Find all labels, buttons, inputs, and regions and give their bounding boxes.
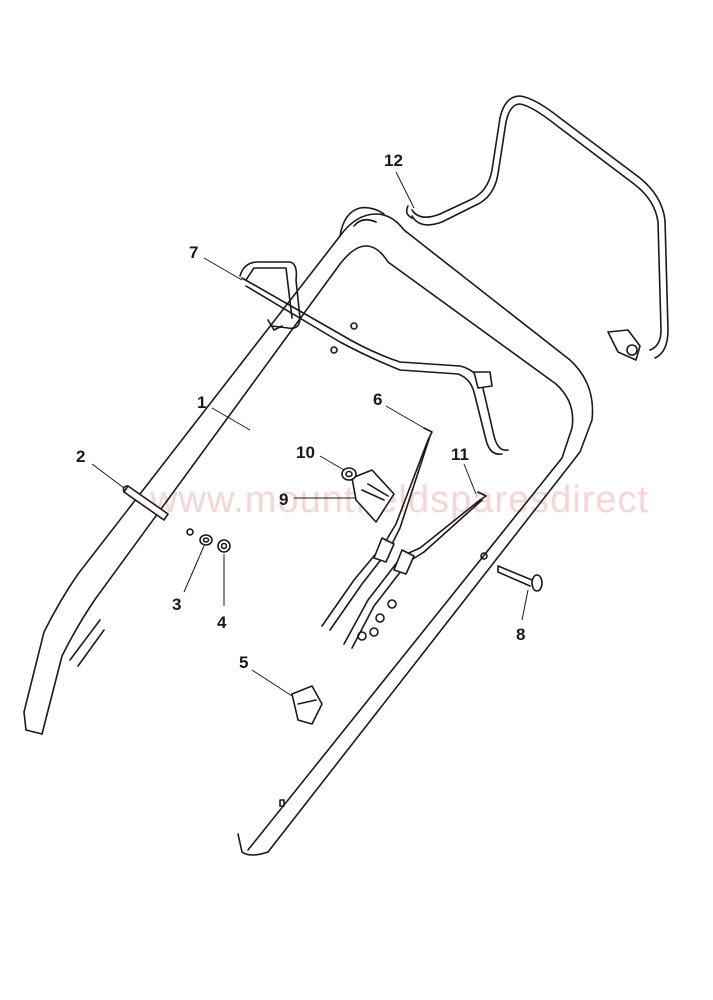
callout-10: 10 [296,443,315,462]
callout-12: 12 [384,151,403,170]
callout-6: 6 [373,390,382,409]
leader-7 [203,257,243,281]
leader-lines [91,171,529,697]
leader-10 [319,455,345,471]
part-12-bail-bar [405,95,669,361]
callout-9: 9 [279,490,288,509]
part-9-guide-block [351,469,395,523]
part-11-cable [343,491,487,649]
callout-5: 5 [239,653,248,672]
part-4-nut [217,539,231,553]
leader-3 [183,545,205,593]
part-7-lower-bar [239,261,509,456]
leader-12 [395,171,415,209]
callout-labels: 1 2 3 4 5 6 7 8 9 10 11 12 [76,151,525,672]
watermark-text: www.mountfieldsparesdirect [149,479,649,521]
callout-8: 8 [516,625,525,644]
leader-5 [251,669,293,697]
leader-2 [91,463,125,489]
leader-11 [463,463,477,495]
callout-4: 4 [217,613,227,632]
part-8-bolt [497,565,543,592]
callout-1: 1 [197,393,206,412]
part-3-washer [199,534,213,546]
part-5-cable-clip [291,685,323,725]
leader-6 [385,405,425,429]
leader-8 [521,589,529,621]
part-6-cable [321,427,433,631]
leader-1 [211,407,251,431]
callout-7: 7 [189,243,198,262]
callout-3: 3 [172,595,181,614]
callout-2: 2 [76,447,85,466]
part-10-nut [341,467,357,481]
callout-11: 11 [451,445,469,464]
part-1-handle [23,206,594,856]
